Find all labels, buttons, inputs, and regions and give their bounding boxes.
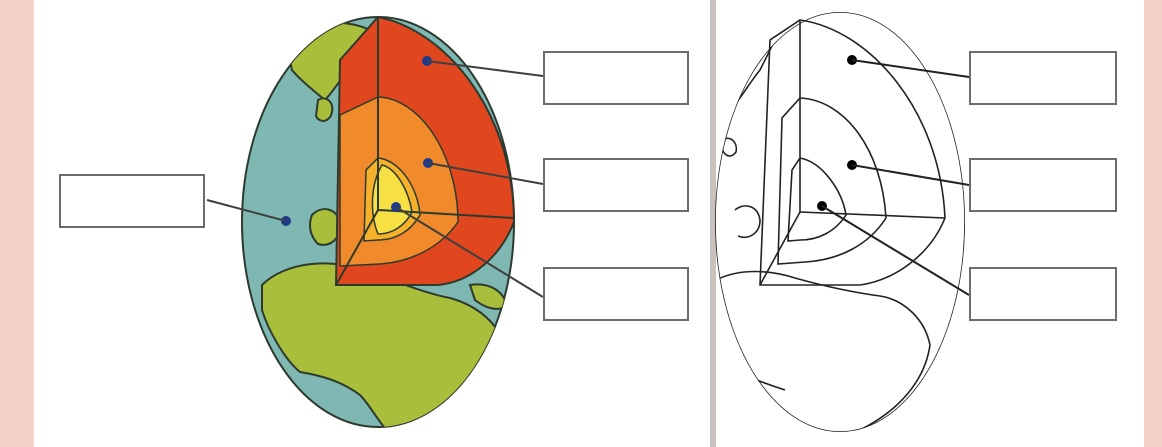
earth-land-isle [316,98,332,121]
label-box-crust[interactable] [543,51,689,105]
label-box-crust-text [545,53,687,103]
outline-land-iberia [735,206,760,237]
leader-outline-mantle [852,165,969,185]
label-box-mantle[interactable] [543,158,689,212]
label-box-mantle-text [545,160,687,210]
outline-label-box-core-text [971,269,1115,319]
outline-land-africa [716,272,930,441]
outline-core [788,158,846,241]
label-box-ocean-text [61,176,203,226]
outline-label-box-mantle[interactable] [969,158,1117,212]
earth-land-iberia [310,209,340,245]
outline-label-box-crust[interactable] [969,51,1117,105]
outline-label-box-core[interactable] [969,267,1117,321]
label-box-core-text [545,269,687,319]
colored-earth [207,17,543,440]
label-box-ocean[interactable] [59,174,205,228]
outline-label-box-mantle-text [971,160,1115,210]
outline-label-box-crust-text [971,53,1115,103]
label-box-core[interactable] [543,267,689,321]
leader-outline-core [822,206,969,295]
leader-outline-crust [852,60,969,77]
outline-earth [715,12,969,440]
